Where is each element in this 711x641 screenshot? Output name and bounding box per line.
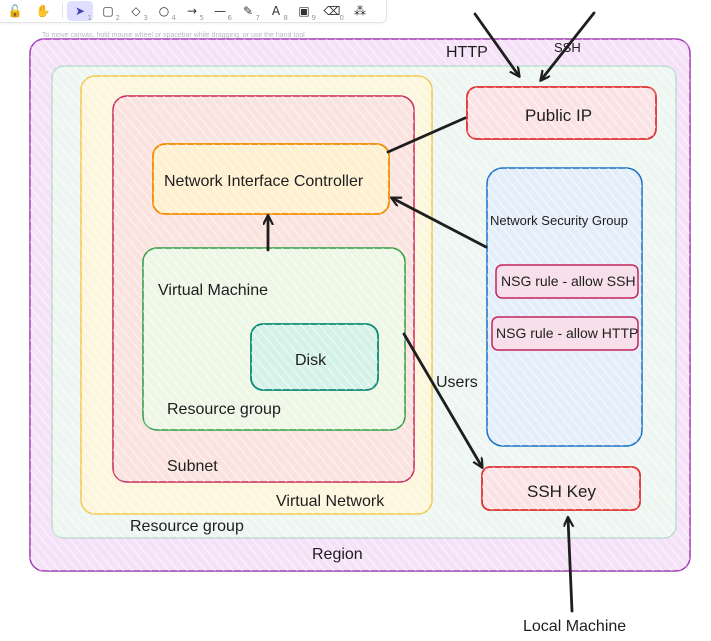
ssh-key-label: SSH Key xyxy=(527,482,596,501)
line-icon[interactable]: —6 xyxy=(214,4,232,22)
ssh-arrow[interactable] xyxy=(541,11,596,80)
arrow-icon[interactable]: →5 xyxy=(186,4,204,22)
disk-label: Disk xyxy=(295,352,327,369)
draw-icon[interactable]: ✎7 xyxy=(242,4,260,22)
diamond-icon[interactable]: ◇3 xyxy=(131,4,148,22)
local-machine-label: Local Machine xyxy=(523,618,626,635)
rectangle-icon[interactable]: ▢2 xyxy=(102,4,120,22)
resource-group-outer-label: Resource group xyxy=(130,518,244,535)
vm-to-ssh-key-arrow[interactable] xyxy=(402,332,482,467)
http-label: HTTP xyxy=(446,44,488,61)
image-icon[interactable]: ▣9 xyxy=(298,4,316,22)
nsg-rule-http-box[interactable] xyxy=(491,316,639,351)
toolbar-separator xyxy=(62,3,63,19)
ssh-key-hatch xyxy=(482,467,640,510)
nsg-to-nic-arrow[interactable] xyxy=(392,198,488,249)
nsg-rule-http-label: NSG rule - allow HTTP xyxy=(496,325,638,341)
public-ip-label: Public IP xyxy=(525,106,592,125)
nsg-rule-ssh-box[interactable] xyxy=(495,264,639,299)
resource-group-inner-label: Resource group xyxy=(167,401,281,418)
public-ip-to-nic-line[interactable] xyxy=(386,116,467,154)
users-label: Users xyxy=(436,374,478,391)
canvas-hint: To move canvas, hold mouse wheel or spac… xyxy=(42,32,305,39)
virtual-network-label: Virtual Network xyxy=(276,493,385,510)
nsg-hatch xyxy=(487,168,642,446)
http-arrow[interactable] xyxy=(473,12,519,76)
nic-hatch xyxy=(153,144,389,214)
ssh-label: SSH xyxy=(554,40,581,55)
local-machine-arrow[interactable] xyxy=(568,518,572,613)
ellipse-icon[interactable]: ○4 xyxy=(158,4,176,22)
subnet-label: Subnet xyxy=(167,458,218,475)
nsg-label: Network Security Group xyxy=(490,213,628,228)
hand-icon[interactable]: ✋ xyxy=(35,4,51,18)
virtual-machine-label: Virtual Machine xyxy=(158,282,268,299)
public-ip-hatch xyxy=(467,87,656,139)
disk-hatch xyxy=(251,324,378,390)
lock-icon[interactable]: 🔓 xyxy=(7,4,23,18)
extra-tools-icon[interactable]: ⁂ xyxy=(354,4,366,18)
nsg-rule-ssh-label: NSG rule - allow SSH xyxy=(501,273,636,289)
eraser-icon[interactable]: ⌫0 xyxy=(323,4,344,22)
nic-label: Network Interface Controller xyxy=(164,173,364,190)
region-label: Region xyxy=(312,546,363,563)
selection-icon[interactable]: ➤1 xyxy=(67,1,93,22)
